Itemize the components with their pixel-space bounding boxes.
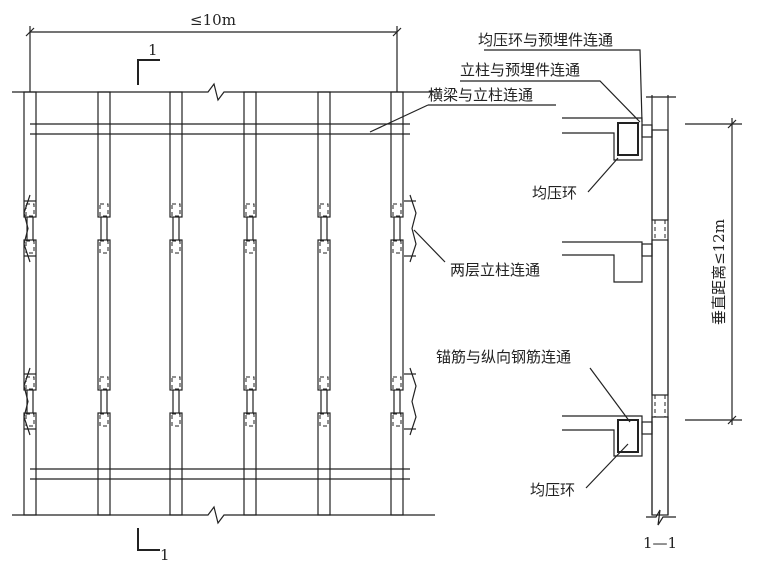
section-mark-top: 1 bbox=[137, 41, 160, 85]
mullion-segment bbox=[169, 412, 183, 516]
bonding-jumper bbox=[23, 367, 31, 436]
sleeve-joint bbox=[245, 413, 255, 427]
elevation-frame bbox=[23, 91, 417, 516]
mullion-segment bbox=[169, 91, 183, 218]
sleeve-joint bbox=[25, 376, 35, 390]
sleeve-joint bbox=[171, 376, 181, 390]
sleeve-joint bbox=[392, 203, 402, 217]
bonding-jumper bbox=[23, 194, 31, 263]
sleeve-joint bbox=[25, 413, 35, 427]
label-ring-top: 均压环 bbox=[532, 184, 577, 202]
sleeve-joint bbox=[392, 413, 402, 427]
mullion-segment bbox=[97, 239, 111, 391]
label-anchor-rebar: 锚筋与纵向钢筋连通 bbox=[436, 348, 571, 366]
bonding-jumper bbox=[409, 194, 417, 263]
label-column-embedded: 立柱与预埋件连通 bbox=[460, 61, 580, 79]
section-title: 1—1 bbox=[643, 534, 677, 552]
mullion-segment bbox=[97, 412, 111, 516]
sleeve-joint bbox=[99, 376, 109, 390]
mullion-segment bbox=[243, 91, 257, 218]
mullion-segment bbox=[23, 91, 37, 218]
sleeve-joint bbox=[99, 240, 109, 254]
mullion-segment bbox=[317, 412, 331, 516]
sleeve-joint bbox=[99, 413, 109, 427]
sleeve-joint bbox=[171, 413, 181, 427]
sleeve-joint bbox=[245, 240, 255, 254]
sleeve-joint bbox=[99, 203, 109, 217]
sleeve-joint bbox=[392, 376, 402, 390]
mullion-segment bbox=[390, 91, 404, 218]
sleeve-joint bbox=[319, 240, 329, 254]
sleeve-joint bbox=[392, 240, 402, 254]
mullion-segment bbox=[317, 91, 331, 218]
sleeve-joint bbox=[319, 413, 329, 427]
svg-text:1: 1 bbox=[148, 41, 158, 59]
sleeve-joint bbox=[25, 203, 35, 217]
floor-lines bbox=[12, 82, 435, 525]
label-ring-embedded: 均压环与预埋件连通 bbox=[478, 31, 613, 49]
mullion-segment bbox=[390, 412, 404, 516]
label-two-floor-columns: 两层立柱连通 bbox=[450, 261, 540, 279]
width-dimension: ≤10m bbox=[25, 11, 402, 92]
sleeve-joint bbox=[319, 376, 329, 390]
bonding-jumper bbox=[409, 367, 417, 436]
mullion-segment bbox=[23, 412, 37, 516]
mullion-segment bbox=[243, 239, 257, 391]
sleeve-joint bbox=[319, 203, 329, 217]
section-mark-bottom: 1 bbox=[137, 528, 170, 564]
label-beam-column: 横梁与立柱连通 bbox=[428, 86, 533, 104]
mullion-segment bbox=[243, 412, 257, 516]
mullion-segment bbox=[317, 239, 331, 391]
annotations: 均压环与预埋件连通 立柱与预埋件连通 横梁与立柱连通 均压环 两层立柱连通 锚筋… bbox=[369, 31, 643, 499]
sleeve-joint bbox=[171, 240, 181, 254]
svg-text:1: 1 bbox=[160, 546, 170, 564]
vertical-dimension-label: 垂直距离≤12m bbox=[710, 219, 728, 325]
sleeve-joint bbox=[245, 203, 255, 217]
sleeve-joint bbox=[171, 203, 181, 217]
label-ring-bottom: 均压环 bbox=[530, 481, 575, 499]
sleeve-joint bbox=[25, 240, 35, 254]
section-1-1: 垂直距离≤12m 1—1 bbox=[562, 95, 742, 552]
sleeve-joint bbox=[245, 376, 255, 390]
mullion-segment bbox=[97, 91, 111, 218]
mullion-segment bbox=[23, 239, 37, 391]
width-dimension-label: ≤10m bbox=[190, 11, 236, 29]
mullion-segment bbox=[390, 239, 404, 391]
mullion-segment bbox=[169, 239, 183, 391]
